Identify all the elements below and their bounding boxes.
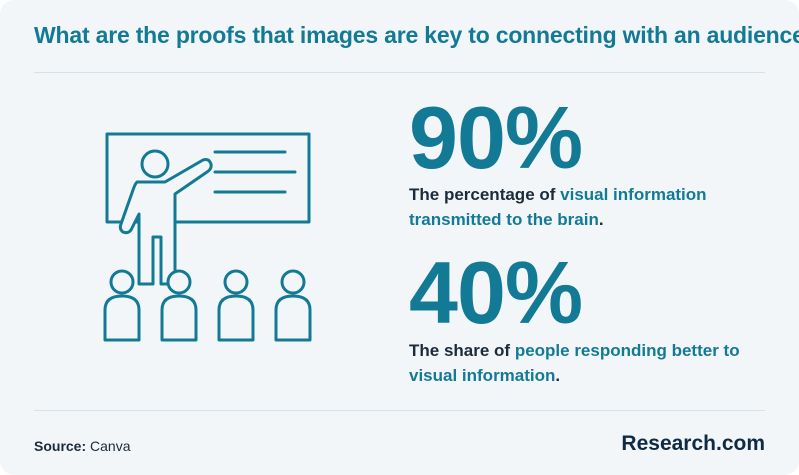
presentation-audience-icon	[103, 132, 312, 342]
stat-description-highlight: people responding better to visual infor…	[409, 341, 740, 385]
stat-description-prefix: The percentage of	[409, 185, 561, 204]
stat-value-visual-info: 90%	[409, 88, 583, 187]
source-note: Source: Canva	[34, 438, 130, 454]
brand-logo[interactable]: Research.com	[621, 432, 765, 455]
stat-description-highlight: visual information transmitted to the br…	[409, 185, 707, 229]
stat-description-people-responding: The share of people responding better to…	[409, 338, 779, 388]
stat-description-suffix: .	[555, 366, 561, 385]
stat-value-people-responding: 40%	[409, 243, 583, 342]
stat-description-prefix: The share of	[409, 341, 515, 360]
top-divider	[34, 72, 765, 73]
source-value: Canva	[90, 438, 131, 454]
bottom-divider	[34, 410, 765, 411]
stat-description-visual-info: The percentage of visual information tra…	[409, 182, 779, 232]
stat-description-suffix: .	[598, 210, 604, 229]
source-label: Source:	[34, 438, 87, 454]
page-title: What are the proofs that images are key …	[34, 22, 799, 48]
